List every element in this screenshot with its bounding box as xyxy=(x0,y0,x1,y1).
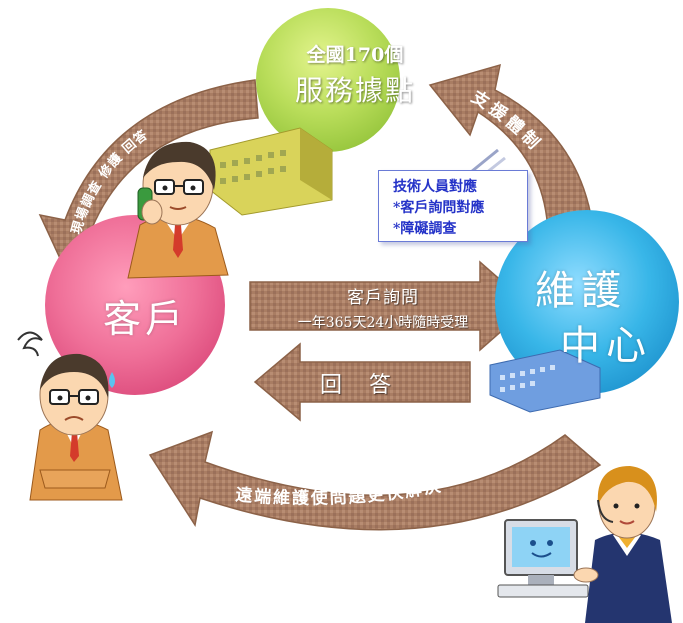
operator-illustration xyxy=(497,466,672,623)
tech-support-item: 技術人員對應 xyxy=(393,179,477,195)
customer-label: 客戶 xyxy=(102,297,187,341)
inquiry-title: 客戶詢問 xyxy=(347,288,419,308)
inquiry-subtitle: 一年365天24小時隨時受理 xyxy=(297,315,469,331)
building-illustration xyxy=(489,349,601,413)
maintenance-center-line2: 中心 xyxy=(560,323,652,369)
tech-support-item: *障礙調查 xyxy=(393,221,457,237)
tech-support-item: *客戶詢問對應 xyxy=(393,200,485,216)
phone-person-illustration xyxy=(127,141,229,279)
maintenance-center-line1: 維護 xyxy=(535,268,627,314)
answer-arrow-label: 回 答 xyxy=(320,373,401,398)
service-points-circle xyxy=(256,8,400,152)
service-points-count: 全國170個 xyxy=(306,44,404,66)
answer-arrow xyxy=(253,342,471,422)
tech-support-box: 技術人員對應 *客戶詢問對應 *障礙調查 xyxy=(378,170,528,242)
service-points-label: 全國170個 服務據點 xyxy=(285,40,425,109)
inquiry-arrow-label: 客戶詢問 一年365天24小時隨時受理 xyxy=(258,283,508,332)
building-illustration xyxy=(209,127,333,216)
remote-arc-arrow xyxy=(148,430,602,531)
service-points-title: 服務據點 xyxy=(294,74,415,107)
support-arc-arrow xyxy=(428,63,596,251)
maintenance-center-circle xyxy=(495,210,679,394)
worried-person-illustration xyxy=(17,331,123,501)
